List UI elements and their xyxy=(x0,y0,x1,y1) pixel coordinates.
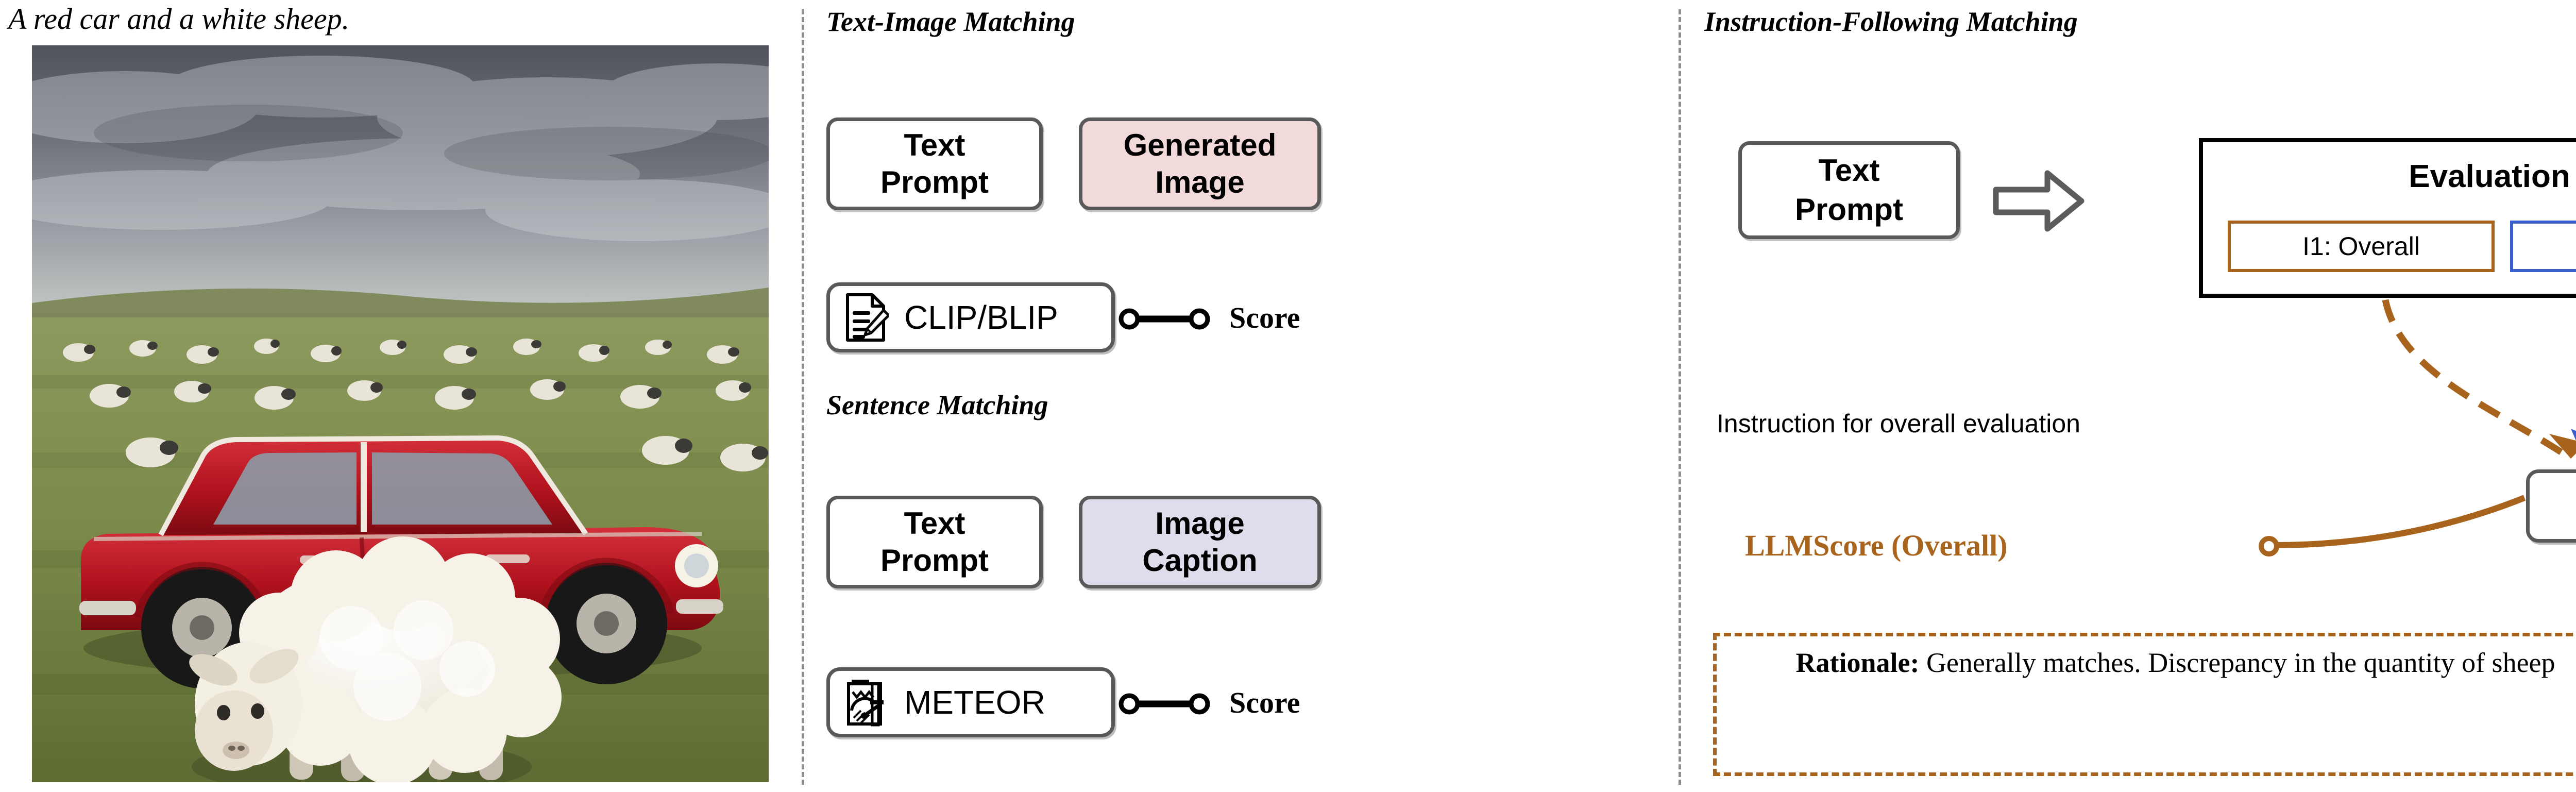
llm-output-curve-overall xyxy=(2259,495,2526,557)
meter-gauge-icon xyxy=(847,680,884,727)
box-line-1: Image xyxy=(1155,506,1245,541)
box-image-caption: Image Caption xyxy=(1079,496,1321,588)
box-line-1: Generated xyxy=(1123,128,1277,162)
llm-node[interactable]: LLM xyxy=(2526,469,2576,543)
section-heading-sentence-matching: Sentence Matching xyxy=(826,390,1048,420)
metric-pill-meteor[interactable]: METEOR xyxy=(826,667,1115,737)
evaluation-instructions-panel: Evaluation Instructions I1: Overall I2: … xyxy=(2199,138,2576,298)
box-line-2: Prompt xyxy=(1795,192,1903,227)
column-divider-right xyxy=(1679,9,1681,785)
document-pencil-icon xyxy=(846,293,889,342)
rationale-prefix: Rationale: xyxy=(1795,647,1920,678)
connector-dumbbell-meteor xyxy=(1118,693,1210,715)
edge-label-overall-evaluation: Instruction for overall evaluation xyxy=(1717,409,2080,438)
metric-label-meteor: METEOR xyxy=(904,684,1045,721)
column-divider-left xyxy=(802,9,804,785)
metric-pill-clip-blip[interactable]: CLIP/BLIP xyxy=(826,282,1115,352)
red-car-and-sheep-photo xyxy=(32,45,769,782)
output-label-llmscore-overall: LLMScore (Overall) xyxy=(1745,529,2008,562)
box-text-prompt-ifm: Text Prompt xyxy=(1738,141,1960,239)
box-generated-image: Generated Image xyxy=(1079,117,1321,210)
instruction-box-i2-error-counting[interactable]: I2: Error Counting xyxy=(2510,221,2576,272)
section-heading-instruction-following-matching: Instruction-Following Matching xyxy=(1704,6,2078,37)
box-line-2: Prompt xyxy=(880,543,989,578)
right-block-arrow-icon xyxy=(1993,170,2084,232)
rationale-body: Generally matches. Discrepancy in the qu… xyxy=(1919,647,2555,678)
box-line-1: Text xyxy=(904,128,965,162)
section-heading-text-image-matching: Text-Image Matching xyxy=(826,6,1075,37)
evaluation-instructions-title: Evaluation Instructions xyxy=(2409,159,2576,194)
box-text-prompt-tim: Text Prompt xyxy=(826,117,1043,210)
box-line-2: Prompt xyxy=(880,165,989,199)
score-label-meteor: Score xyxy=(1229,686,1300,719)
box-line-2: Caption xyxy=(1142,543,1258,578)
page-caption: A red car and a white sheep. xyxy=(8,2,350,36)
score-label-clip-blip: Score xyxy=(1229,301,1300,334)
connector-dumbbell-clip-blip xyxy=(1118,308,1210,330)
rationale-overall-box: Rationale: Generally matches. Discrepanc… xyxy=(1713,633,2576,776)
instruction-box-i1-overall[interactable]: I1: Overall xyxy=(2228,221,2495,272)
box-text-prompt-sm: Text Prompt xyxy=(826,496,1043,588)
instruction-to-llm-arrows xyxy=(2382,299,2576,462)
box-line-1: Text xyxy=(904,506,965,541)
box-line-2: Image xyxy=(1155,165,1245,199)
box-line-1: Text xyxy=(1818,153,1880,188)
metric-label-clip-blip: CLIP/BLIP xyxy=(904,299,1058,336)
